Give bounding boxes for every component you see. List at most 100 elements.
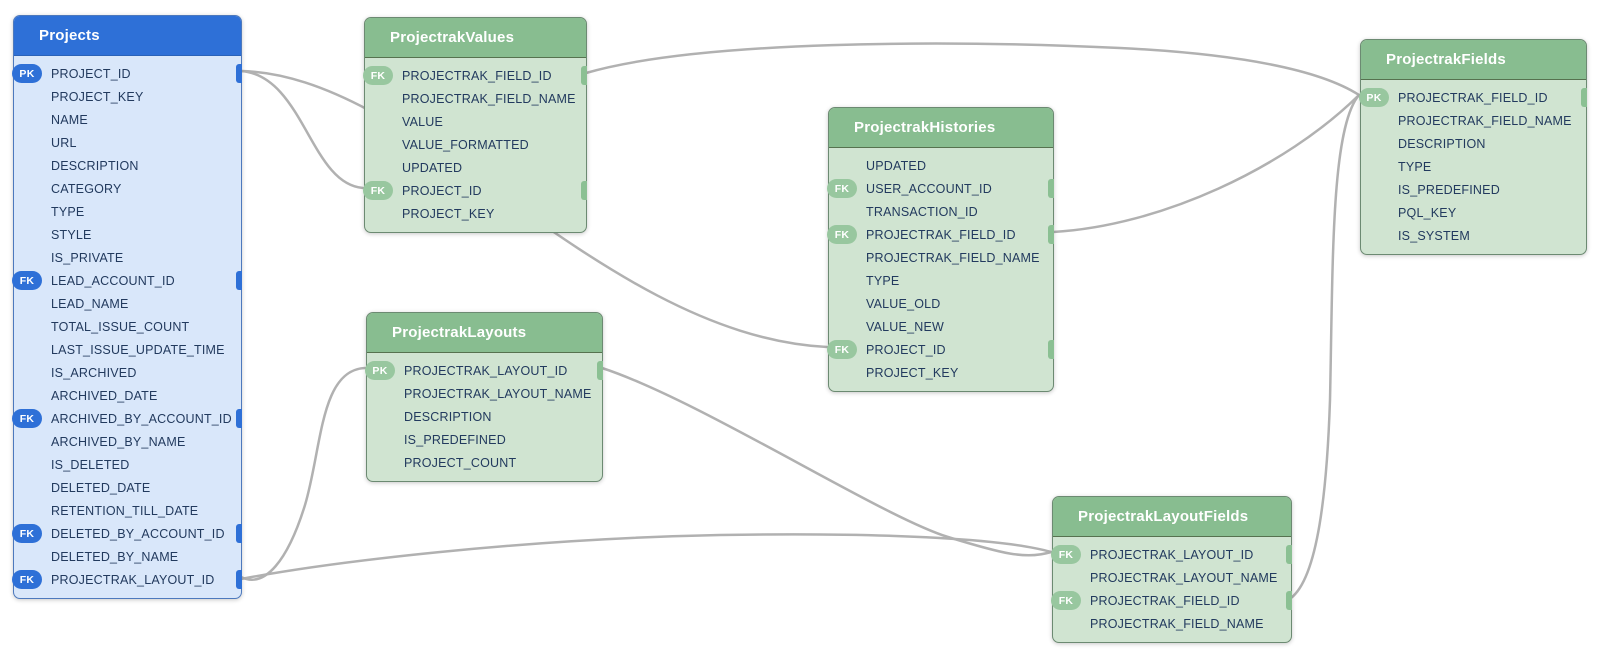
column-row: PROJECTRAK_FIELD_NAME <box>829 246 1053 269</box>
pk-badge: PK <box>12 64 42 83</box>
table-body: PK PROJECTRAK_LAYOUT_ID PROJECTRAK_LAYOUT_… <box>365 353 603 481</box>
column-name: PROJECT_KEY <box>866 365 959 380</box>
relationship-edge <box>1289 93 1361 600</box>
column-name: PQL_KEY <box>1398 205 1457 220</box>
column-name: PROJECT_COUNT <box>404 455 517 470</box>
column-name: VALUE_NEW <box>866 319 944 334</box>
relationship-edge <box>600 366 1053 557</box>
table-header-projectrak-fields[interactable]: ProjectrakFields <box>1361 40 1586 80</box>
connector-port <box>236 409 242 428</box>
column-name: PROJECTRAK_LAYOUT_ID <box>51 572 215 587</box>
column-name: ARCHIVED_BY_NAME <box>51 434 186 449</box>
connector-port <box>1286 545 1292 564</box>
table-title: ProjectrakFields <box>1386 51 1506 68</box>
column-name: DELETED_BY_NAME <box>51 549 179 564</box>
column-row: DESCRIPTION <box>1361 132 1586 155</box>
fk-badge: FK <box>12 570 42 589</box>
fk-badge: FK <box>827 340 857 359</box>
column-row: PQL_KEY <box>1361 201 1586 224</box>
column-row: PROJECT_COUNT <box>367 451 602 474</box>
column-name: PROJECTRAK_LAYOUT_NAME <box>1090 570 1278 585</box>
column-name: UPDATED <box>402 160 463 175</box>
column-row: VALUE_NEW <box>829 315 1053 338</box>
fk-badge: FK <box>12 524 42 543</box>
column-name: PROJECTRAK_FIELD_NAME <box>1398 113 1572 128</box>
column-name: ARCHIVED_DATE <box>51 388 158 403</box>
connector-port <box>581 181 587 200</box>
table-body: FK PROJECTRAK_LAYOUT_ID PROJECTRAK_LAYOUT_… <box>1051 537 1292 642</box>
column-row: IS_ARCHIVED <box>14 361 241 384</box>
column-name: USER_ACCOUNT_ID <box>866 181 992 196</box>
column-row: TYPE <box>14 200 241 223</box>
column-name: TYPE <box>1398 159 1432 174</box>
column-name: NAME <box>51 112 88 127</box>
column-name: PROJECTRAK_FIELD_ID <box>866 227 1016 242</box>
column-row: UPDATED <box>829 154 1053 177</box>
table-header-projectrak-histories[interactable]: ProjectrakHistories <box>829 108 1053 148</box>
connector-port <box>597 361 603 380</box>
fk-badge: FK <box>363 181 393 200</box>
column-name: RETENTION_TILL_DATE <box>51 503 199 518</box>
column-name: STYLE <box>51 227 92 242</box>
column-name: URL <box>51 135 77 150</box>
column-row: FK USER_ACCOUNT_ID <box>827 177 1054 200</box>
relationship-edge <box>1051 93 1361 234</box>
column-name: TYPE <box>866 273 900 288</box>
column-name: PROJECTRAK_FIELD_NAME <box>1090 616 1264 631</box>
connector-port <box>236 524 242 543</box>
column-row: VALUE_FORMATTED <box>365 133 586 156</box>
column-row: UPDATED <box>365 156 586 179</box>
table-header-projectrak-layouts[interactable]: ProjectrakLayouts <box>367 313 602 353</box>
column-name: PROJECTRAK_LAYOUT_ID <box>1090 547 1254 562</box>
pk-badge: PK <box>365 361 395 380</box>
fk-badge: FK <box>12 409 42 428</box>
column-row: FK PROJECT_ID <box>827 338 1054 361</box>
relationship-edge <box>239 366 367 581</box>
table-title: ProjectrakLayouts <box>392 324 527 341</box>
table-header-projectrak-values[interactable]: ProjectrakValues <box>365 18 586 58</box>
column-name: TRANSACTION_ID <box>866 204 978 219</box>
connector-port <box>581 66 587 85</box>
column-name: PROJECTRAK_LAYOUT_ID <box>404 363 568 378</box>
connector-port <box>1048 340 1054 359</box>
column-row: PROJECT_KEY <box>14 85 241 108</box>
table-header-projectrak-layout-fields[interactable]: ProjectrakLayoutFields <box>1053 497 1291 537</box>
column-row: IS_PRIVATE <box>14 246 241 269</box>
column-row: FK PROJECTRAK_LAYOUT_ID <box>1051 543 1292 566</box>
fk-badge: FK <box>1051 545 1081 564</box>
column-name: PROJECTRAK_LAYOUT_NAME <box>404 386 592 401</box>
column-row: DELETED_BY_NAME <box>14 545 241 568</box>
column-row: STYLE <box>14 223 241 246</box>
column-name: LEAD_ACCOUNT_ID <box>51 273 175 288</box>
column-row: IS_DELETED <box>14 453 241 476</box>
column-name: TOTAL_ISSUE_COUNT <box>51 319 190 334</box>
column-row: DESCRIPTION <box>367 405 602 428</box>
column-row: FK PROJECTRAK_LAYOUT_ID <box>12 568 242 591</box>
fk-badge: FK <box>827 179 857 198</box>
column-name: PROJECTRAK_FIELD_ID <box>1090 593 1240 608</box>
column-row: PROJECTRAK_FIELD_NAME <box>1361 109 1586 132</box>
fk-badge: FK <box>363 66 393 85</box>
column-row: URL <box>14 131 241 154</box>
table-header-projects[interactable]: Projects <box>14 16 241 56</box>
column-name: PROJECTRAK_FIELD_ID <box>402 68 552 83</box>
column-row: IS_SYSTEM <box>1361 224 1586 247</box>
column-name: PROJECT_ID <box>866 342 946 357</box>
column-name: DESCRIPTION <box>1398 136 1486 151</box>
column-name: IS_DELETED <box>51 457 130 472</box>
column-name: IS_PRIVATE <box>51 250 124 265</box>
fk-badge: FK <box>827 225 857 244</box>
connector-port <box>1286 591 1292 610</box>
